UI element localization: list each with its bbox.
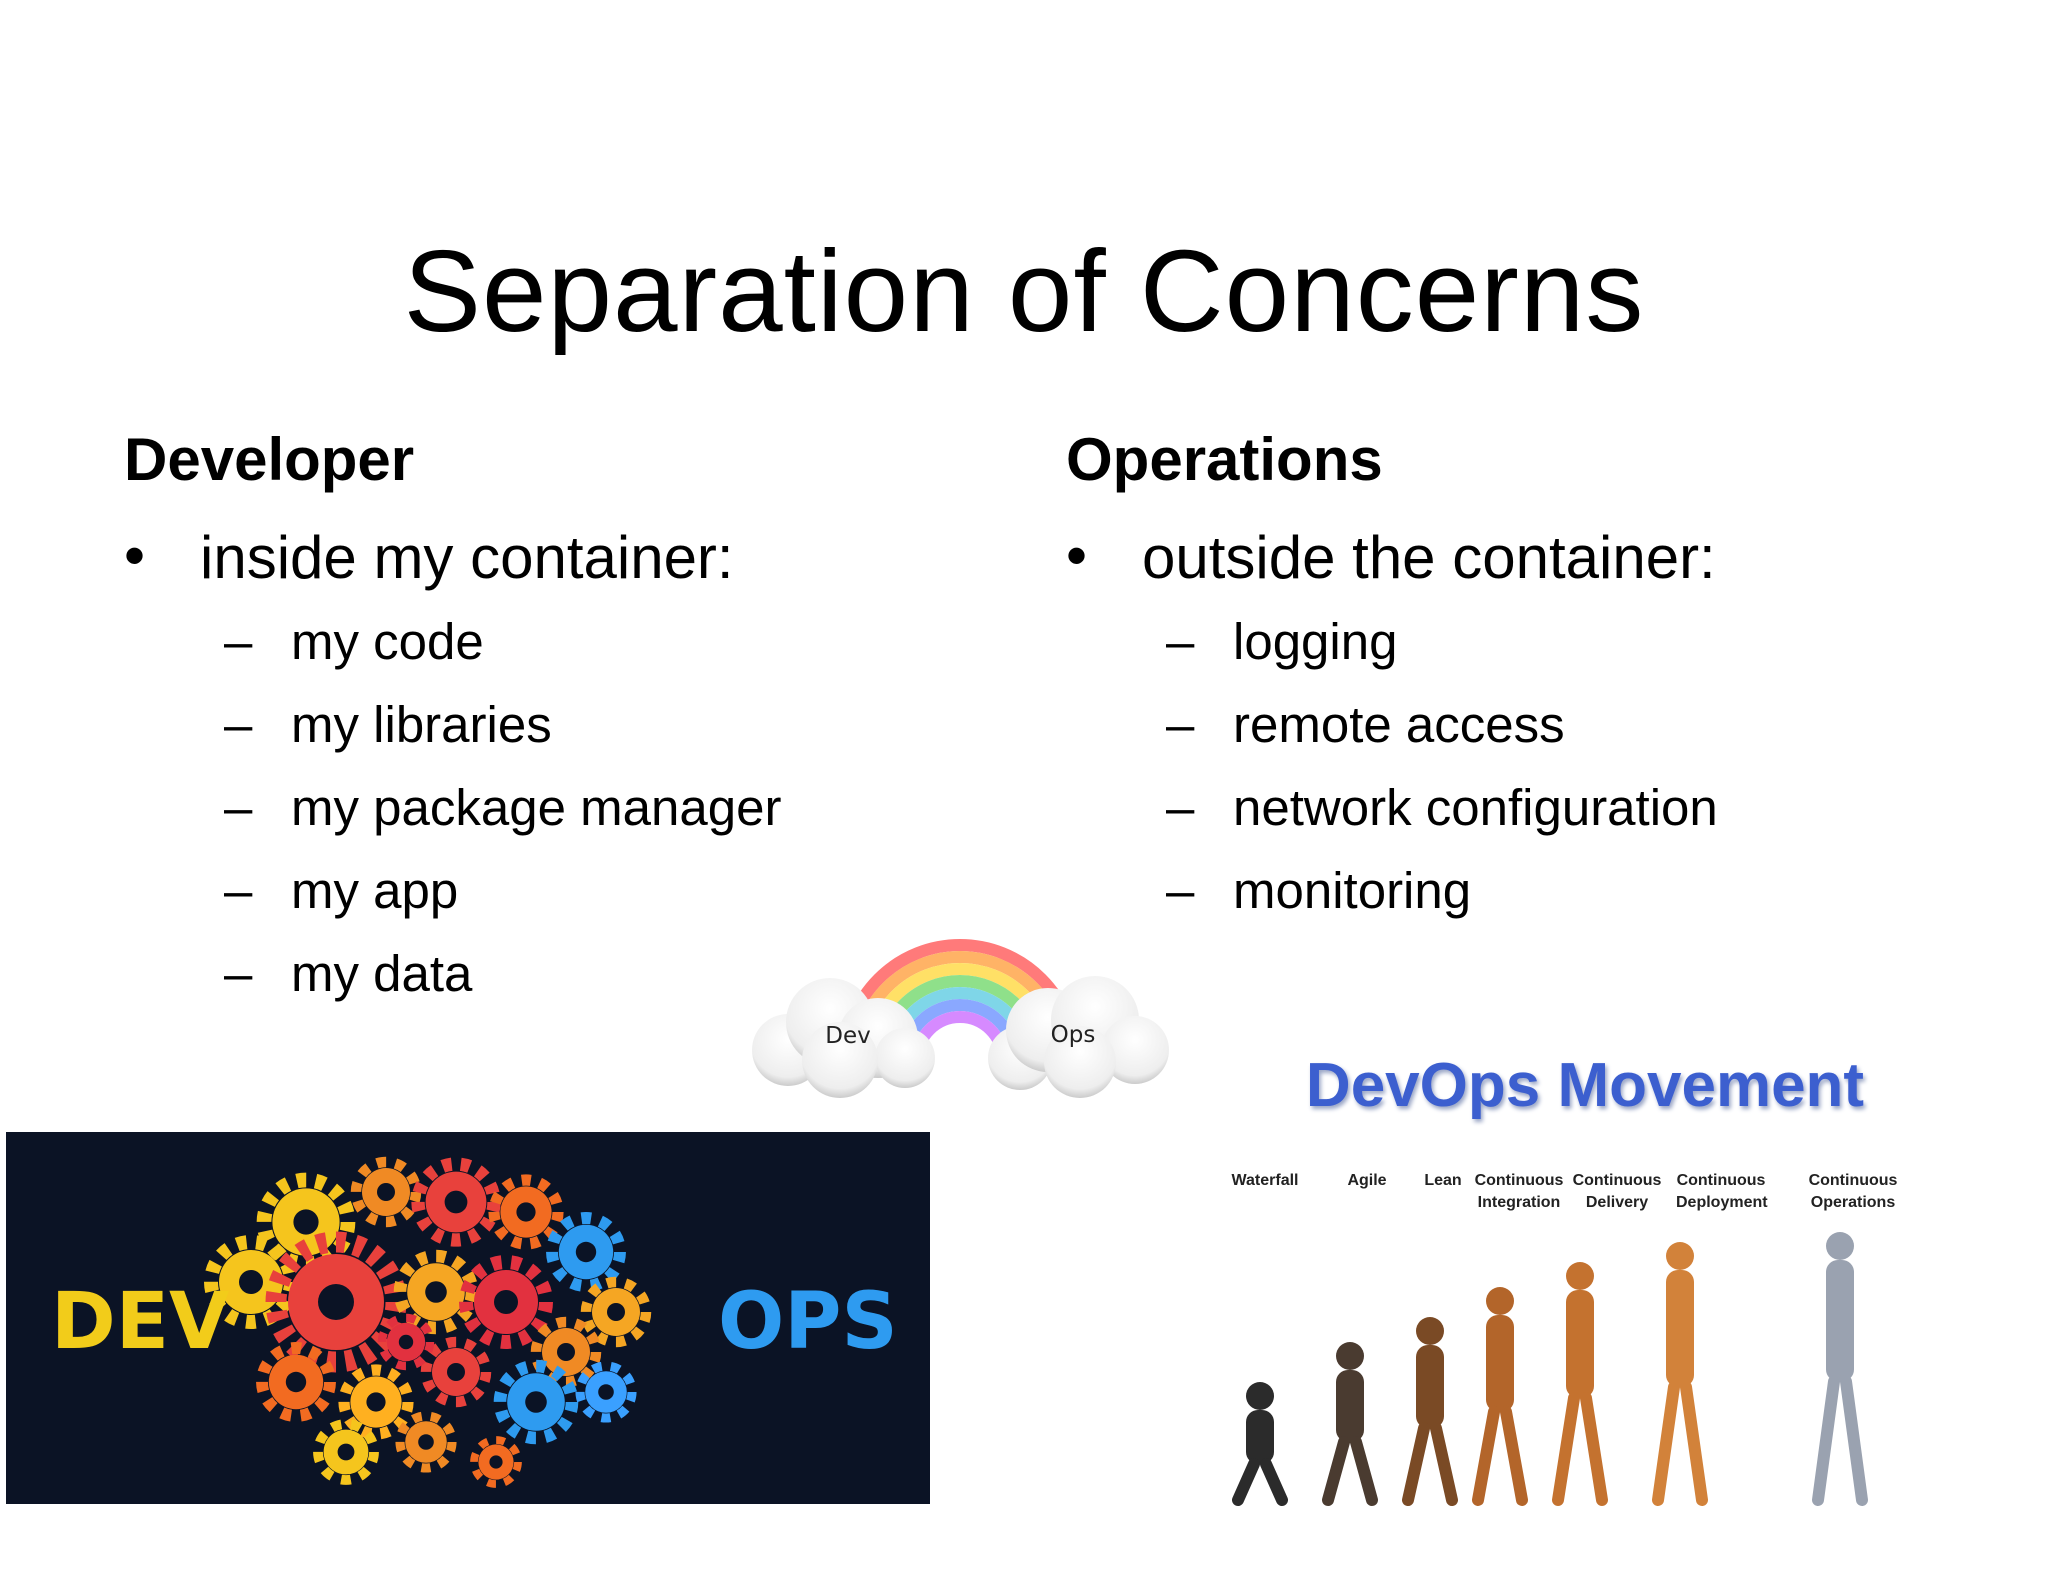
gear-icon — [575, 1361, 637, 1423]
gear-icon — [530, 1316, 602, 1388]
bullet-dot: • — [124, 522, 146, 589]
list-item-text: network configuration — [1233, 779, 1718, 836]
gear-icon — [377, 1313, 435, 1371]
cloud-label-dev: Dev — [825, 1023, 870, 1049]
dash-marker: – — [1166, 696, 1195, 753]
gear-brain-graphic: DEV OPS — [51, 1156, 898, 1488]
bullet-dot: • — [1066, 522, 1088, 589]
list-item-text: logging — [1233, 613, 1398, 670]
dev-ops-brain-image: DEV OPS — [6, 1132, 930, 1504]
operations-heading: Operations — [1066, 426, 1383, 493]
list-item: –my data — [124, 948, 1024, 999]
list-item: –network configuration — [1066, 782, 1966, 833]
gear-icon — [256, 1342, 336, 1422]
dash-marker: – — [1166, 779, 1195, 836]
list-item-text: remote access — [1233, 696, 1565, 753]
developer-bullet: • inside my container: — [124, 522, 1024, 589]
gear-icon — [459, 1255, 553, 1349]
gear-icon — [350, 1156, 422, 1228]
cloud-right — [988, 976, 1169, 1098]
developer-bullet-text: inside my container: — [200, 524, 734, 591]
dash-marker: – — [224, 613, 253, 670]
dash-marker: – — [224, 779, 253, 836]
gear-icon — [488, 1174, 564, 1250]
list-item: –my code — [124, 616, 1024, 667]
list-item: –my app — [124, 865, 1024, 916]
dev-label: DEV — [51, 1277, 229, 1367]
evolution-figures — [1232, 1232, 1868, 1506]
operations-bullet-text: outside the container: — [1142, 524, 1716, 591]
list-item-text: monitoring — [1233, 862, 1472, 919]
stage-label: Agile — [1347, 1172, 1387, 1189]
list-item-text: my app — [291, 862, 459, 919]
dash-marker: – — [224, 862, 253, 919]
slide-title: Separation of Concerns — [403, 225, 1645, 356]
gear-icon — [546, 1212, 626, 1292]
gear-icon — [420, 1336, 492, 1408]
list-item: –my libraries — [124, 699, 1024, 750]
list-item-text: my package manager — [291, 779, 782, 836]
human-figure-icon — [1322, 1342, 1378, 1506]
human-figure-icon — [1402, 1317, 1458, 1506]
operations-bullet: • outside the container: — [1066, 522, 1966, 589]
dash-marker: – — [224, 945, 253, 1002]
dash-marker: – — [224, 696, 253, 753]
gear-icon — [265, 1231, 407, 1373]
gear-icon — [395, 1411, 457, 1473]
list-item: –logging — [1066, 616, 1966, 667]
developer-heading: Developer — [124, 426, 415, 493]
devops-movement-image: DevOps Movement Waterfall Agile Lean Con… — [1200, 1000, 1970, 1520]
gear-brain-icon — [204, 1156, 652, 1488]
list-item-text: my code — [291, 613, 484, 670]
developer-column: Developer • inside my container: –my cod… — [124, 430, 1024, 1031]
gear-icon — [313, 1419, 379, 1485]
gear-icon — [338, 1364, 414, 1440]
gear-icon — [580, 1276, 652, 1348]
devops-movement-title: DevOps Movement — [1305, 1051, 1865, 1120]
list-item: –monitoring — [1066, 865, 1966, 916]
human-figure-icon — [1652, 1242, 1708, 1506]
list-item-text: my libraries — [291, 696, 552, 753]
cloud-label-ops: Ops — [1051, 1022, 1096, 1048]
human-figure-icon — [1472, 1287, 1528, 1506]
evolution-figures-graphic — [1232, 1232, 1868, 1506]
gear-icon — [411, 1157, 501, 1247]
developer-sub-list: –my code –my libraries –my package manag… — [124, 616, 1024, 999]
operations-column: Operations • outside the container: –log… — [1066, 430, 1966, 948]
dev-ops-rainbow-graphic: Dev Ops — [752, 939, 1169, 1098]
human-figure-icon — [1552, 1262, 1608, 1506]
gear-icon — [470, 1436, 522, 1488]
list-item-text: my data — [291, 945, 473, 1002]
gear-icon — [493, 1359, 579, 1445]
list-item: –remote access — [1066, 699, 1966, 750]
list-item: –my package manager — [124, 782, 1024, 833]
human-figure-icon — [1812, 1232, 1868, 1506]
human-figure-icon — [1232, 1382, 1288, 1506]
operations-sub-list: –logging –remote access –network configu… — [1066, 616, 1966, 916]
ops-label: OPS — [718, 1277, 898, 1367]
dash-marker: – — [1166, 613, 1195, 670]
cloud-left — [752, 978, 935, 1098]
stage-label: Lean — [1424, 1172, 1462, 1189]
dash-marker: – — [1166, 862, 1195, 919]
stage-label: Waterfall — [1231, 1172, 1299, 1189]
